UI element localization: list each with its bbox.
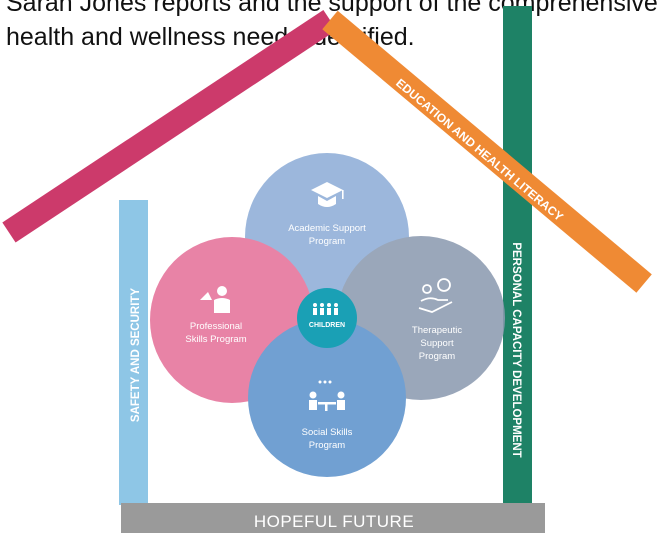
therapeutic-label-line-2: Support — [420, 338, 454, 349]
left-wall-safety-and-security — [119, 200, 148, 505]
floor-hopeful-future — [121, 503, 545, 533]
floor-label: HOPEFUL FUTURE — [254, 512, 414, 531]
helping-hand-icon — [418, 278, 453, 313]
professional-label-line-2: Skills Program — [185, 334, 246, 345]
social-label-line-1: Social Skills — [302, 427, 353, 438]
social-skills-circle — [248, 319, 406, 477]
roof-right-label: EDUCATION AND HEALTH LITERACY — [393, 76, 566, 224]
left-wall-label: SAFETY AND SECURITY — [130, 288, 142, 423]
roof-right-beam — [322, 10, 652, 293]
roof-left-beam — [2, 9, 337, 243]
social-label-line-2: Program — [309, 440, 346, 451]
graduation-cap-icon — [311, 182, 344, 207]
academic-label-line-2: Program — [309, 236, 346, 247]
people-talking-icon — [309, 380, 345, 411]
right-wall-personal-capacity — [503, 6, 532, 503]
professional-person-icon — [200, 286, 230, 313]
professional-label-line-1: Professional — [190, 321, 242, 332]
children-group-icon — [313, 303, 338, 315]
children-center-circle — [297, 288, 357, 348]
therapeutic-label-line-3: Program — [419, 351, 456, 362]
intro-line-1: Sarah Jones reports and the support of t… — [6, 0, 658, 17]
right-wall-label: PERSONAL CAPACITY DEVELOPMENT — [510, 242, 522, 457]
therapeutic-label-line-1: Therapeutic — [412, 325, 462, 336]
academic-label-line-1: Academic Support — [288, 223, 366, 234]
children-label: CHILDREN — [309, 322, 345, 329]
